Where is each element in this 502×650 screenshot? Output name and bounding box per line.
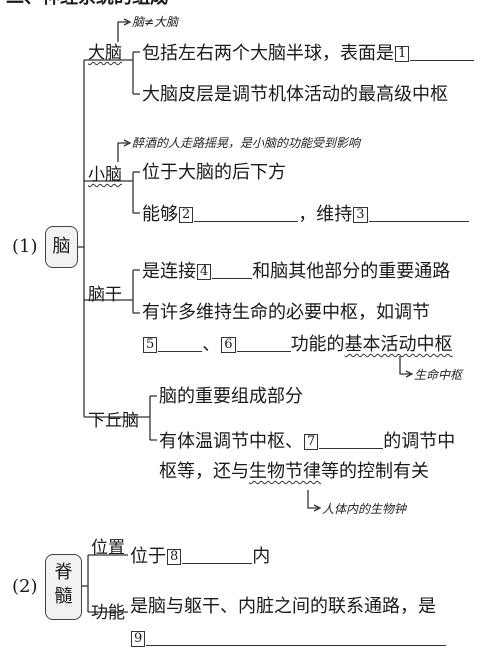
cerebrum-label: 大脑 xyxy=(88,43,122,63)
brainstem-line3-sep: 、 xyxy=(202,334,221,355)
spinal-function-line: 是脑与躯干、内脏之间的联系通路，是 xyxy=(130,596,436,617)
cerebellum-label: 小脑 xyxy=(88,165,122,185)
cerebellum-line2-prefix: 能够 xyxy=(142,204,178,225)
brain-node: 脑 xyxy=(45,226,78,268)
answer-blank-6[interactable] xyxy=(236,333,291,352)
brainstem-line1-prefix: 是连接 xyxy=(142,261,196,282)
hypothalamus-label: 下丘脑 xyxy=(88,411,139,431)
hypothalamus-line-3: 枢等，还与生物节律等的控制有关 xyxy=(159,461,429,483)
brainstem-note: 生命中枢 xyxy=(414,368,463,382)
answer-blank-1[interactable] xyxy=(410,42,475,61)
blank-number-2: 2 xyxy=(179,207,194,223)
answer-blank-4[interactable] xyxy=(212,260,253,279)
brainstem-wavy-text: 基本活动中枢 xyxy=(344,334,453,355)
blank-number-5: 5 xyxy=(143,337,158,353)
brainstem-label: 脑干 xyxy=(88,285,122,305)
blank-number-6: 6 xyxy=(221,337,236,353)
spinal-function-blank-line: 9 xyxy=(130,628,447,650)
answer-blank-8[interactable] xyxy=(182,545,253,564)
partial-header: 二、神经系统的组成 xyxy=(6,0,168,9)
cerebrum-line1-text: 包括左右两个大脑半球，表面是 xyxy=(142,43,394,64)
cerebrum-note: 脑≠大脑 xyxy=(132,15,179,29)
position-label: 位置 xyxy=(91,538,125,558)
hypothalamus-line3-prefix: 枢等，还与 xyxy=(159,461,249,482)
hypothalamus-wavy-text: 生物节律 xyxy=(249,461,321,482)
spinal-cord-node: 脊 髓 xyxy=(45,554,82,620)
hypothalamus-line3-suffix: 等的控制有关 xyxy=(321,461,429,482)
section-number-spinal: (2) xyxy=(12,576,38,597)
blank-number-3: 3 xyxy=(353,207,368,223)
spinal-cord-label-top: 脊 xyxy=(54,562,73,583)
blank-number-4: 4 xyxy=(197,264,212,280)
spinal-position-prefix: 位于 xyxy=(130,546,166,567)
spinal-position-suffix: 内 xyxy=(252,546,271,567)
section-number-brain: (1) xyxy=(12,236,38,257)
blank-number-9: 9 xyxy=(131,631,146,647)
cerebrum-line-2: 大脑皮层是调节机体活动的最高级中枢 xyxy=(142,84,448,105)
answer-blank-5[interactable] xyxy=(158,333,203,352)
hypothalamus-note: 人体内的生物钟 xyxy=(322,502,407,516)
blank-number-1: 1 xyxy=(395,46,410,62)
spinal-cord-label-bottom: 髓 xyxy=(54,586,73,607)
answer-blank-9[interactable] xyxy=(146,629,447,646)
brainstem-line-3: 5 、6 功能的基本活动中枢 xyxy=(142,333,453,356)
brainstem-line1-suffix: 和脑其他部分的重要通路 xyxy=(252,261,451,282)
cerebellum-line-1: 位于大脑的后下方 xyxy=(142,162,286,183)
answer-blank-3[interactable] xyxy=(368,203,469,222)
brainstem-line3-mid: 功能的 xyxy=(290,334,345,355)
function-label: 功能 xyxy=(91,603,125,623)
answer-blank-7[interactable] xyxy=(319,430,384,449)
hypothalamus-line-1: 脑的重要组成部分 xyxy=(159,386,303,407)
hypothalamus-line2-suffix: 的调节中 xyxy=(383,431,456,452)
brainstem-line-2: 有许多维持生命的必要中枢，如调节 xyxy=(142,302,430,323)
hypothalamus-line2-prefix: 有体温调节中枢、 xyxy=(159,431,303,452)
blank-number-7: 7 xyxy=(304,434,319,450)
blank-number-8: 8 xyxy=(167,549,182,565)
answer-blank-2[interactable] xyxy=(194,203,299,222)
hypothalamus-line-2: 有体温调节中枢、7 的调节中 xyxy=(159,430,455,453)
cerebellum-line2-mid: ，维持 xyxy=(298,204,353,225)
cerebellum-note: 醉酒的人走路摇晃，是小脑的功能受到影响 xyxy=(132,136,361,150)
